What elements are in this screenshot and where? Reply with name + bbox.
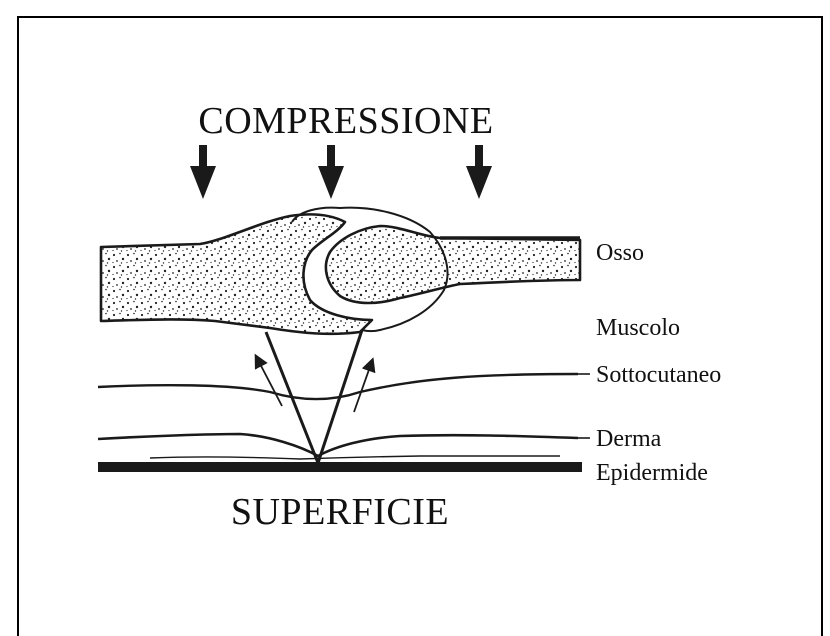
- compression-arrows: [190, 145, 492, 199]
- label-osso: Osso: [596, 240, 644, 266]
- label-leaders: [578, 374, 590, 438]
- tissue-layers: [98, 374, 582, 472]
- compression-arrow-right: [466, 145, 492, 199]
- epidermis-band: [98, 462, 582, 472]
- subcutaneous-line: [98, 374, 578, 399]
- label-muscolo: Muscolo: [596, 315, 680, 341]
- dermis-line: [98, 434, 578, 456]
- diagram-title: COMPRESSIONE: [198, 100, 493, 142]
- label-sottocutaneo: Sottocutaneo: [596, 362, 721, 388]
- dermis-inner-line: [150, 456, 560, 459]
- compression-arrow-left: [190, 145, 216, 199]
- surface-label: SUPERFICIE: [231, 491, 449, 533]
- label-epidermide: Epidermide: [596, 460, 708, 486]
- label-derma: Derma: [596, 426, 662, 452]
- compression-arrow-center: [318, 145, 344, 199]
